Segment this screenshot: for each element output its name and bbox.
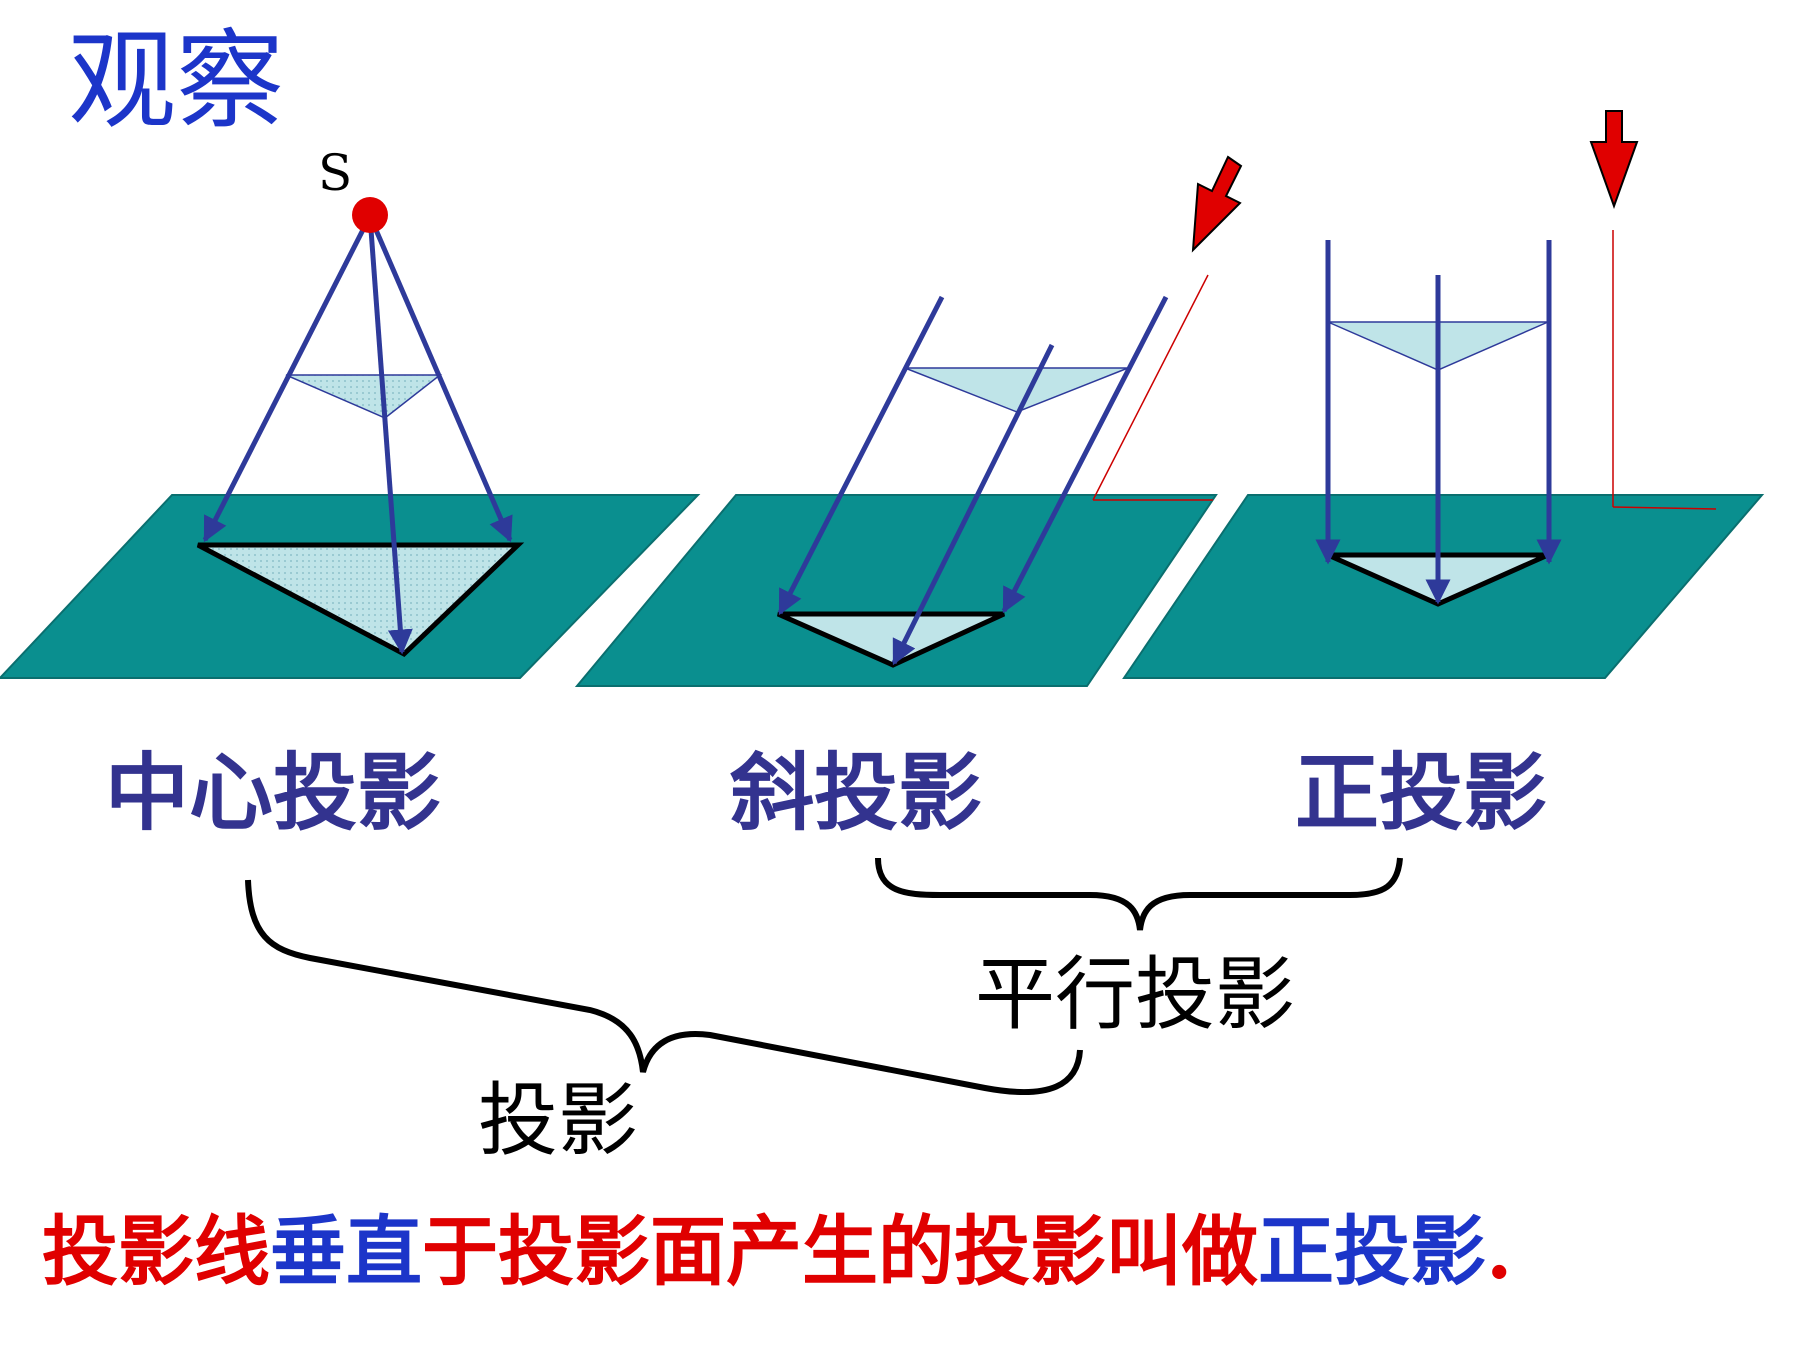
caption-part-4: 正投影: [1258, 1207, 1486, 1296]
projection-ray: [367, 215, 413, 655]
projection-ray: [777, 295, 945, 616]
oblique-projection-label: 斜投影: [730, 743, 982, 842]
direction-guide: [1092, 274, 1209, 501]
projection-ray: [202, 214, 373, 543]
caption-part-1: 投影线: [42, 1207, 270, 1296]
projection-ray: [367, 215, 513, 543]
projected-triangle: [196, 542, 525, 658]
projection-brace: [245, 879, 1083, 1096]
parallel-projection-label: 平行投影: [975, 948, 1295, 1041]
object-triangle: [285, 374, 443, 419]
projected-triangle: [776, 611, 1006, 668]
source-point-label: S: [318, 144, 352, 202]
caption-part-5: .: [1486, 1207, 1512, 1296]
orthographic-projection-panel: [1122, 110, 1765, 679]
object-triangle: [904, 367, 1129, 413]
projection-label: 投影: [478, 1074, 638, 1167]
projection-plane: [574, 494, 1218, 687]
caption-part-3: 于投影面产生的投影叫做: [422, 1207, 1258, 1296]
oblique-projection-panel: [574, 155, 1243, 687]
light-direction-arrow: [1191, 155, 1243, 253]
orthographic-projection-label: 正投影: [1295, 743, 1547, 842]
light-source-point: [352, 197, 388, 233]
caption-part-2: 垂直: [270, 1207, 422, 1296]
projection-ray: [1001, 295, 1169, 614]
definition-caption: 投影线垂直于投影面产生的投影叫做正投影.: [42, 1207, 1512, 1296]
direction-guide: [1612, 506, 1717, 510]
slide-title: 观察: [68, 19, 284, 144]
central-projection-panel: S: [0, 144, 701, 679]
central-projection-label: 中心投影: [105, 743, 441, 842]
light-direction-arrow: [1589, 110, 1639, 209]
projection-ray: [891, 343, 1055, 666]
parallel-projection-brace: [875, 857, 1403, 931]
